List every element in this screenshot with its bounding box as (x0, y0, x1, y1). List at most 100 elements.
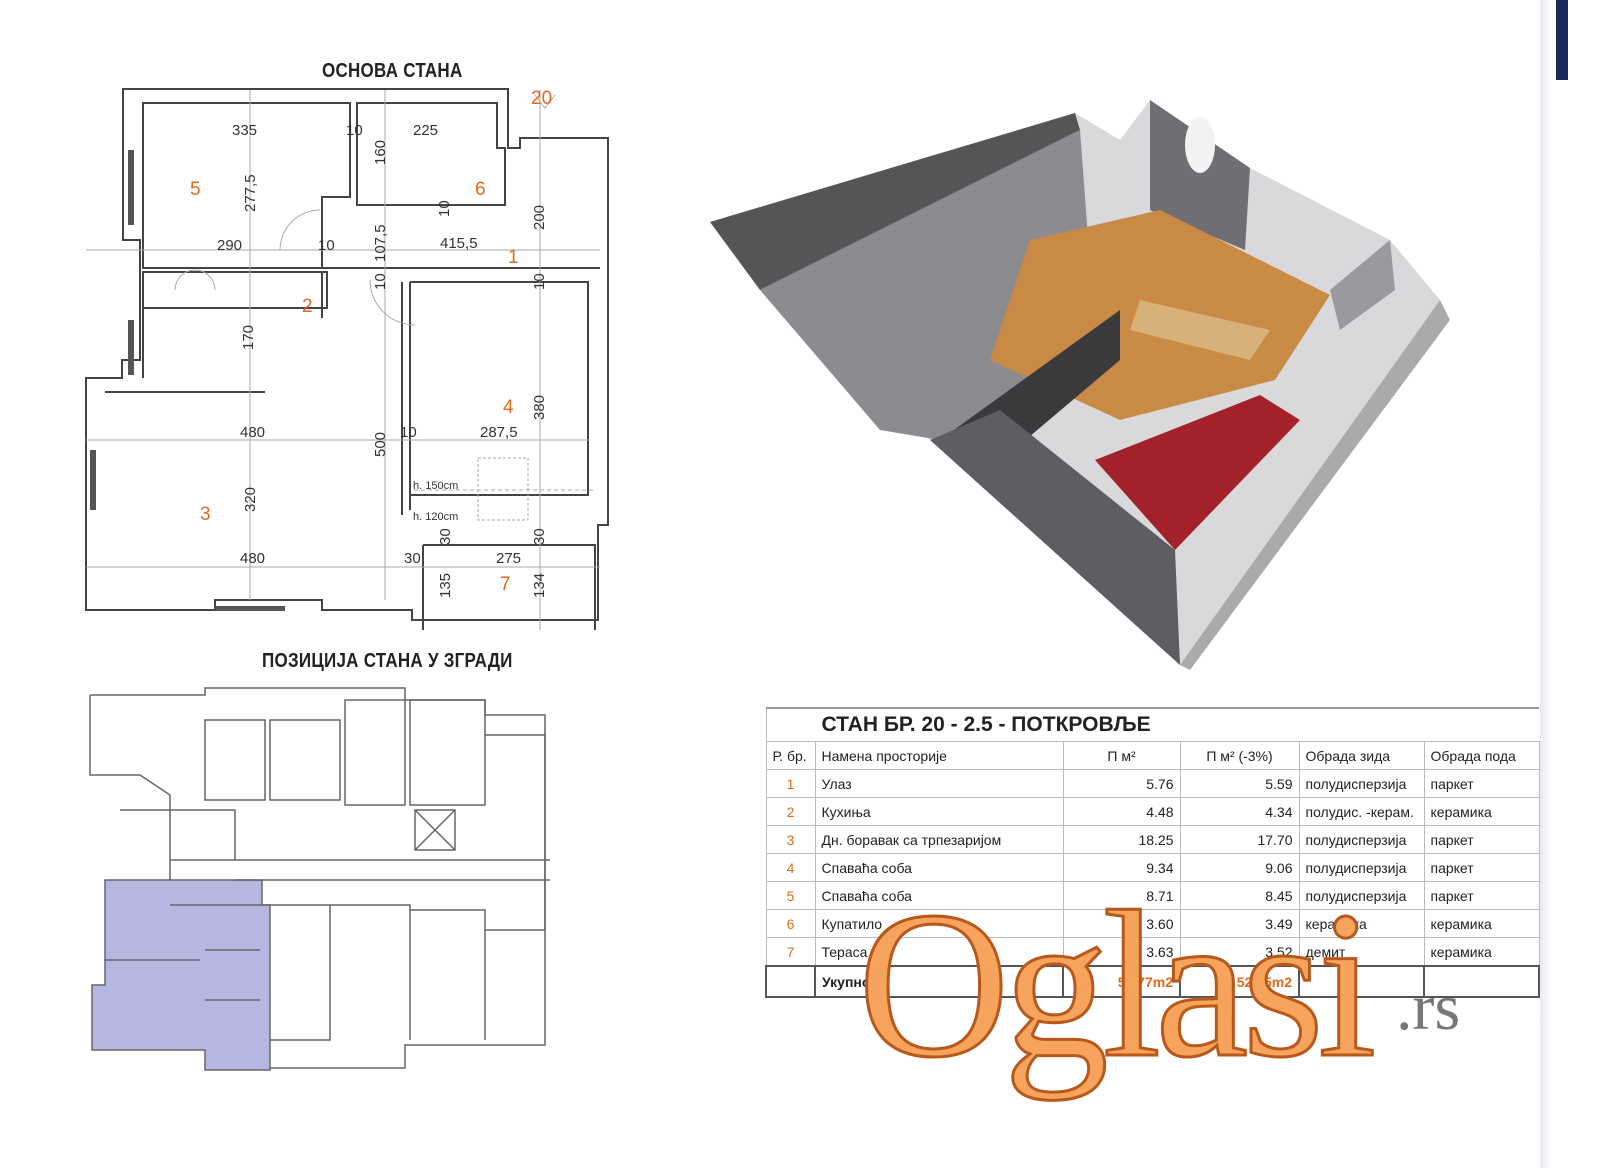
floor-finish: паркет (1423, 825, 1540, 854)
building-plan (89, 687, 550, 1071)
dimension: 10 (436, 200, 453, 217)
height-note: h. 150cm (413, 480, 458, 492)
floor-plan: 20 335 10 225 160 277,5 10 290 10 107,5 … (85, 88, 609, 630)
apartment-highlight (91, 879, 271, 1071)
dimension: 415,5 (440, 235, 478, 252)
row-number: 6 (765, 909, 816, 938)
dimension: 170 (240, 325, 257, 350)
row-number: 7 (765, 937, 816, 967)
room-area-net: 8.45 (1179, 881, 1300, 910)
dimension: 277,5 (242, 174, 259, 212)
dimension: 134 (531, 573, 548, 598)
apartment-marker: 20 (531, 88, 552, 109)
dimension: 30 (404, 550, 421, 567)
room-number: 1 (508, 247, 519, 268)
room-area-net: 5.59 (1179, 769, 1300, 798)
wall-finish: керамика (1298, 909, 1425, 938)
dimension: 10 (346, 122, 363, 139)
floor-finish: керамика (1423, 937, 1540, 967)
room-number: 7 (500, 574, 511, 595)
total-area-net: 52.15m2 (1179, 965, 1300, 998)
height-note: h. 120cm (413, 511, 458, 523)
row-number: 4 (765, 853, 816, 882)
dimension: 10 (372, 273, 389, 290)
total-area: 53.77m2 (1062, 965, 1181, 998)
header-cell: П м² (1062, 741, 1181, 770)
room-area: 5.76 (1062, 769, 1181, 798)
room-number: 3 (200, 504, 211, 525)
room-area-net: 17.70 (1179, 825, 1300, 854)
apartment-3d-render (710, 100, 1450, 670)
room-spec-table: СТАН БР. 20 - 2.5 - ПОТКРОВЉЕ Р. бр. Нам… (765, 707, 1540, 998)
room-name: Тераса (814, 937, 1064, 967)
room-area-net: 4.34 (1179, 797, 1300, 826)
floor-finish: керамика (1423, 909, 1540, 938)
room-name: Купатило (814, 909, 1064, 938)
dimension: 135 (437, 573, 454, 598)
row-number: 2 (765, 797, 816, 826)
dimension: 320 (242, 487, 259, 512)
dimension: 10 (318, 237, 335, 254)
room-name: Дн. боравак са трпезаријом (814, 825, 1064, 854)
table-header-row: Р. бр. Намена просторије П м² П м² (-3%)… (765, 741, 1540, 770)
room-number: 2 (302, 296, 313, 317)
header-cell: Намена просторије (814, 741, 1064, 770)
room-name: Улаз (814, 769, 1064, 798)
room-area: 4.48 (1062, 797, 1181, 826)
room-name: Спаваћа соба (814, 881, 1064, 910)
dimension: 200 (531, 205, 548, 230)
dimension: 225 (413, 122, 438, 139)
row-number: 1 (765, 769, 816, 798)
floor-plan-title: ОСНОВА СТАНА (322, 60, 463, 82)
dimension: 30 (531, 528, 548, 545)
room-number: 5 (190, 179, 201, 200)
room-area: 18.25 (1062, 825, 1181, 854)
dimension: 30 (437, 528, 454, 545)
page-edge (1540, 0, 1568, 1168)
header-cell: Р. бр. (765, 741, 816, 770)
room-number: 6 (475, 179, 486, 200)
position-title: ПОЗИЦИЈА СТАНА У ЗГРАДИ (262, 650, 513, 672)
dimension: 335 (232, 122, 257, 139)
wall-finish: полудисперзија (1298, 825, 1425, 854)
watermark-suffix: .rs (1396, 971, 1461, 1044)
room-area-net: 3.49 (1179, 909, 1300, 938)
dimension: 10 (400, 424, 417, 441)
table-title: СТАН БР. 20 - 2.5 - ПОТКРОВЉЕ (765, 707, 1539, 742)
wall-finish: полудис. -керам. (1298, 797, 1425, 826)
room-name: Кухиња (814, 797, 1064, 826)
header-cell: Обрада зида (1298, 741, 1425, 770)
total-label: Укупно: (814, 965, 1064, 998)
dimension: 275 (496, 550, 521, 567)
page-margin (1568, 0, 1600, 1168)
wall-finish: полудисперзија (1298, 769, 1425, 798)
room-area: 3.63 (1062, 937, 1181, 967)
dimension: 480 (240, 550, 265, 567)
dimension: 290 (217, 237, 242, 254)
room-area: 9.34 (1062, 853, 1181, 882)
header-cell: П м² (-3%) (1179, 741, 1300, 770)
watermark-logo: Oglasi (856, 869, 1377, 1101)
navy-strip (1556, 0, 1568, 80)
dimension: 107,5 (372, 224, 389, 262)
floor-finish: керамика (1423, 797, 1540, 826)
room-number: 4 (503, 397, 514, 418)
dimension: 287,5 (480, 424, 518, 441)
wall-finish: полудисперзија (1298, 853, 1425, 882)
dimension: 500 (372, 432, 389, 457)
dimension: 10 (531, 273, 548, 290)
row-number: 3 (765, 825, 816, 854)
header-cell: Обрада пода (1423, 741, 1540, 770)
floor-finish: паркет (1423, 769, 1540, 798)
floor-finish: паркет (1423, 853, 1540, 882)
wall-finish: полудисперзија (1298, 881, 1425, 910)
dimension: 480 (240, 424, 265, 441)
row-number: 5 (765, 881, 816, 910)
room-area: 3.60 (1062, 909, 1181, 938)
